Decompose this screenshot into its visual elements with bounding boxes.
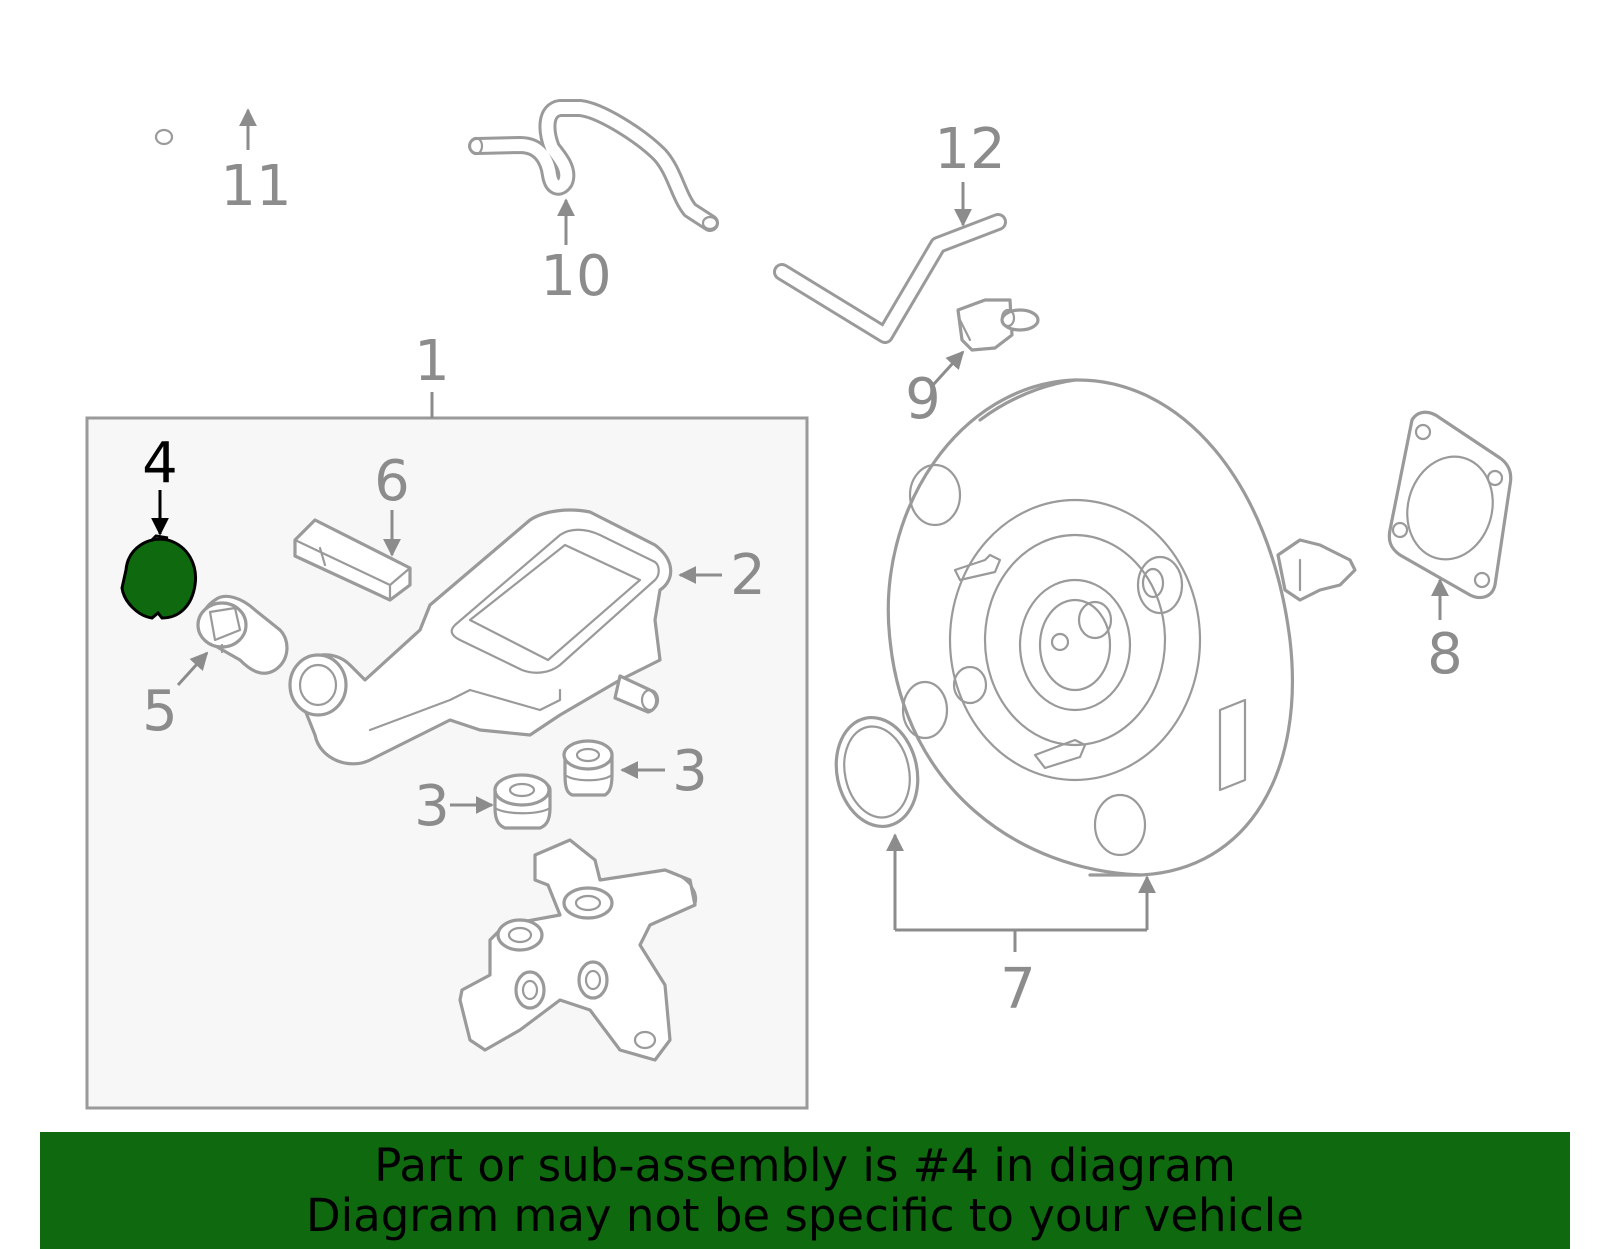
info-banner: Part or sub-assembly is #4 in diagram Di… <box>40 1132 1570 1249</box>
callout-3b: 3 <box>672 739 708 804</box>
leader-9 <box>931 350 965 387</box>
gasket-8 <box>1387 410 1513 600</box>
strainer-5 <box>196 594 289 675</box>
callout-10: 10 <box>540 244 611 309</box>
banner-line-2: Diagram may not be specific to your vehi… <box>306 1188 1304 1242</box>
grommet-3b <box>493 773 552 830</box>
callout-12: 12 <box>934 117 1005 182</box>
banner-line-1: Part or sub-assembly is #4 in diagram <box>374 1138 1236 1192</box>
callout-9: 9 <box>905 367 941 432</box>
grommet-3a <box>562 739 614 797</box>
callout-4: 4 <box>142 431 178 496</box>
callout-1: 1 <box>414 329 450 394</box>
brake-booster-7 <box>886 378 1357 877</box>
callout-7: 7 <box>1000 957 1036 1022</box>
leader-7 <box>886 833 1156 952</box>
hose-11 <box>154 84 436 156</box>
callout-11: 11 <box>220 154 291 219</box>
reservoir-cap-4 <box>120 534 198 620</box>
callout-8: 8 <box>1427 622 1463 687</box>
callout-6: 6 <box>374 449 410 514</box>
booster-seal-7 <box>834 715 920 829</box>
master-cylinder-body <box>458 838 698 1062</box>
check-valve-9 <box>956 298 1040 352</box>
callout-5: 5 <box>142 679 178 744</box>
level-sensor-6 <box>293 518 412 602</box>
callout-3a: 3 <box>414 774 450 839</box>
reservoir-2 <box>288 508 673 766</box>
master-cylinder-assembly-box <box>85 392 809 1110</box>
leader-5 <box>176 651 209 687</box>
callout-2: 2 <box>730 543 766 608</box>
hose-10 <box>468 99 719 232</box>
pipe-12 <box>773 213 1007 344</box>
